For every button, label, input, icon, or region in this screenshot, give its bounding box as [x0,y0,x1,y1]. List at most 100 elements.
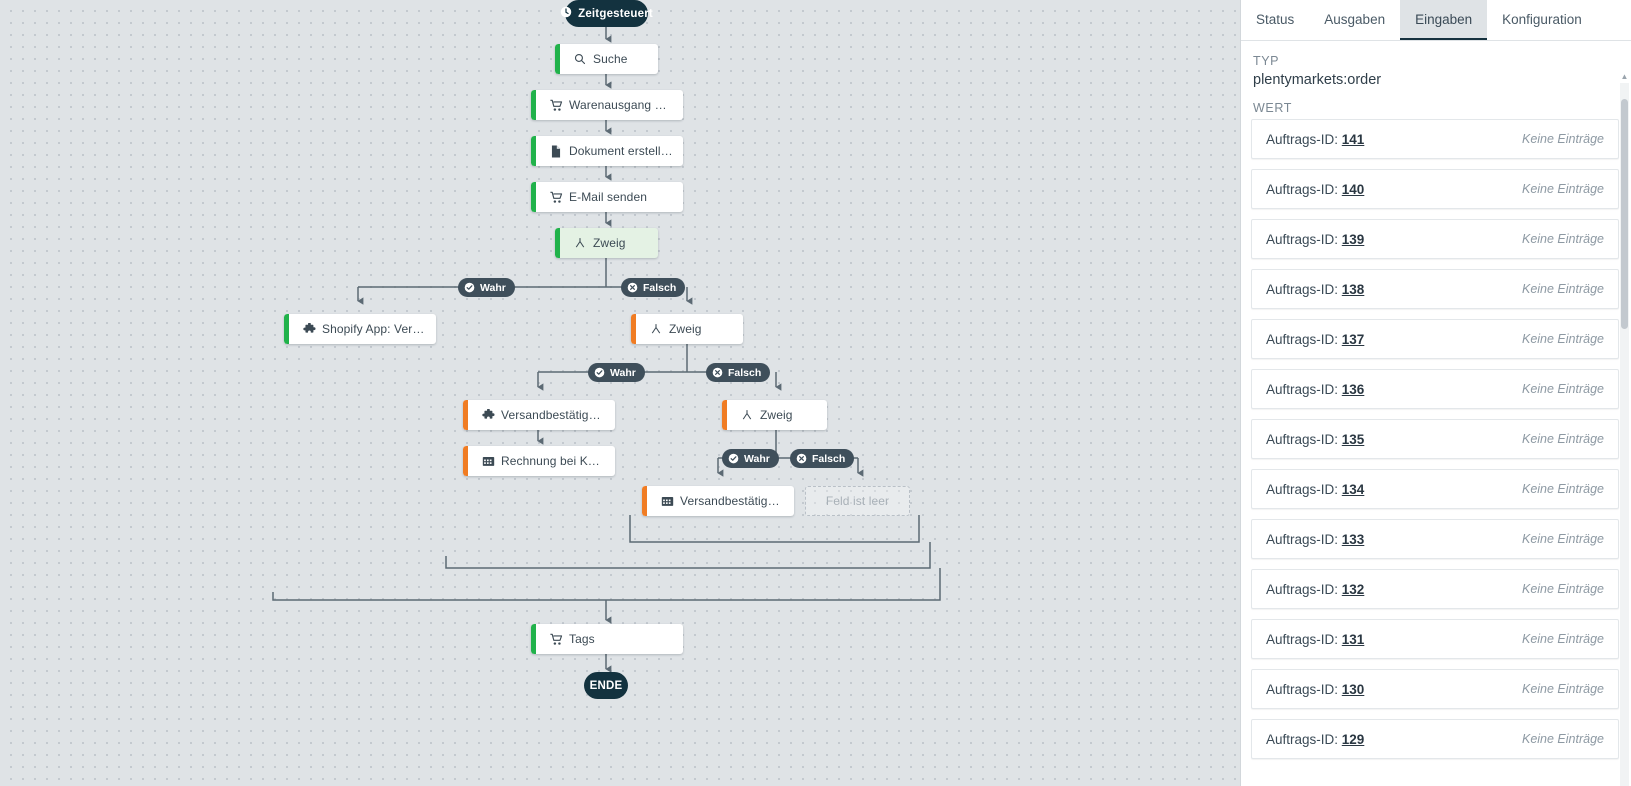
order-id-value: 138 [1341,281,1365,297]
node-email-senden[interactable]: E-Mail senden [531,182,683,212]
order-id-label: Auftrags-ID: 138 [1266,282,1364,297]
node-accent-bar [642,486,647,516]
branch-label-text: Wahr [610,366,636,379]
node-label: Suche [593,52,628,66]
branch-label-text: Wahr [744,452,770,465]
list-item[interactable]: Auftrags-ID: 132 Keine Einträge [1251,569,1619,609]
order-status-text: Keine Einträge [1521,532,1604,546]
order-id-prefix: Auftrags-ID: [1266,131,1342,147]
end-node[interactable]: ENDE [584,672,628,699]
node-versandbestaetigung-kaufland[interactable]: Versandbestätigung an Kauf... [463,400,615,430]
node-warenausgang-buchen[interactable]: Warenausgang buchen [531,90,683,120]
node-accent-bar [555,44,560,74]
order-id-prefix: Auftrags-ID: [1266,331,1342,347]
order-id-value: 134 [1341,481,1365,497]
order-id-value: 130 [1341,681,1365,697]
node-empty-slot[interactable]: Feld ist leer [805,486,910,516]
puzzle-icon [298,322,320,336]
scroll-up-icon[interactable]: ▲ [1620,72,1629,81]
tab-eingaben[interactable]: Eingaben [1400,0,1488,40]
order-id-label: Auftrags-ID: 131 [1266,632,1364,647]
scrollbar-thumb[interactable] [1621,99,1628,329]
tab-status[interactable]: Status [1241,0,1310,40]
node-zweig-1[interactable]: Zweig [555,228,658,258]
node-label: Tags [569,632,595,646]
order-id-prefix: Auftrags-ID: [1266,281,1342,297]
order-id-label: Auftrags-ID: 137 [1266,332,1364,347]
node-label: Warenausgang buchen [569,98,683,112]
order-id-value: 133 [1341,531,1365,547]
node-suche[interactable]: Suche [555,44,658,74]
branch-label-wahr-3: Wahr [722,449,779,468]
node-dokument-erstellen[interactable]: Dokument erstellen [531,136,683,166]
order-id-prefix: Auftrags-ID: [1266,481,1342,497]
order-id-prefix: Auftrags-ID: [1266,431,1342,447]
branch-label-wahr-1: Wahr [458,278,515,297]
flow-canvas[interactable]: Zeitgesteuert Suche Warenaus [0,0,1240,786]
order-status-text: Keine Einträge [1521,282,1604,296]
order-status-text: Keine Einträge [1521,582,1604,596]
end-node-label: ENDE [589,679,623,692]
node-shopify-versandbestaetigung[interactable]: Shopify App: Versandbestät... [284,314,436,344]
node-accent-bar [463,446,468,476]
tab-label: Eingaben [1415,11,1473,27]
order-status-text: Keine Einträge [1521,132,1604,146]
order-status-text: Keine Einträge [1521,232,1604,246]
panel-scrollbar[interactable]: ▲ ▼ [1620,72,1629,786]
tab-ausgaben[interactable]: Ausgaben [1309,0,1401,40]
order-status-text: Keine Einträge [1521,332,1604,346]
puzzle-icon [477,408,499,422]
node-accent-bar [722,400,727,430]
order-id-label: Auftrags-ID: 135 [1266,432,1364,447]
node-zweig-2[interactable]: Zweig [631,314,743,344]
check-circle-icon [594,367,605,378]
panel-body: TYP plentymarkets:order WERT Auftrags-ID… [1241,41,1631,786]
tab-konfiguration[interactable]: Konfiguration [1487,0,1597,40]
order-id-label: Auftrags-ID: 140 [1266,182,1364,197]
tab-label: Ausgaben [1324,11,1386,27]
node-rechnung-kaufland[interactable]: Rechnung bei Kaufland hoc... [463,446,615,476]
tab-label: Status [1256,11,1295,27]
branch-label-text: Wahr [480,281,506,294]
node-label: E-Mail senden [569,190,648,204]
order-id-label: Auftrags-ID: 130 [1266,682,1364,697]
order-status-text: Keine Einträge [1521,432,1604,446]
list-item[interactable]: Auftrags-ID: 137 Keine Einträge [1251,319,1619,359]
order-status-text: Keine Einträge [1521,732,1604,746]
node-versandbestaetigung-otto[interactable]: Versandbestätigung an Otto... [642,486,794,516]
list-item[interactable]: Auftrags-ID: 138 Keine Einträge [1251,269,1619,309]
order-id-label: Auftrags-ID: 132 [1266,582,1364,597]
cart-icon [545,633,567,646]
list-item[interactable]: Auftrags-ID: 135 Keine Einträge [1251,419,1619,459]
node-label: Zweig [760,408,793,422]
order-id-prefix: Auftrags-ID: [1266,631,1342,647]
node-accent-bar [463,400,468,430]
node-label: Versandbestätigung an Kauf... [501,408,615,422]
order-status-text: Keine Einträge [1521,382,1604,396]
order-id-value: 136 [1341,381,1365,397]
value-field-label: WERT [1253,101,1292,115]
node-tags[interactable]: Tags [531,624,683,654]
branch-icon [569,237,591,249]
order-id-label: Auftrags-ID: 129 [1266,732,1364,747]
branch-label-falsch-1: Falsch [621,278,686,297]
node-label: Shopify App: Versandbestät... [322,322,436,336]
node-zweig-3[interactable]: Zweig [722,400,827,430]
node-label: Feld ist leer [825,494,890,508]
x-circle-icon [712,367,723,378]
order-id-value: 137 [1341,331,1365,347]
order-id-value: 129 [1341,731,1365,747]
start-node[interactable]: Zeitgesteuert [560,0,653,27]
list-item[interactable]: Auftrags-ID: 129 Keine Einträge [1251,719,1619,759]
check-circle-icon [728,453,739,464]
branch-label-text: Falsch [812,452,846,465]
cart-icon [545,191,567,204]
